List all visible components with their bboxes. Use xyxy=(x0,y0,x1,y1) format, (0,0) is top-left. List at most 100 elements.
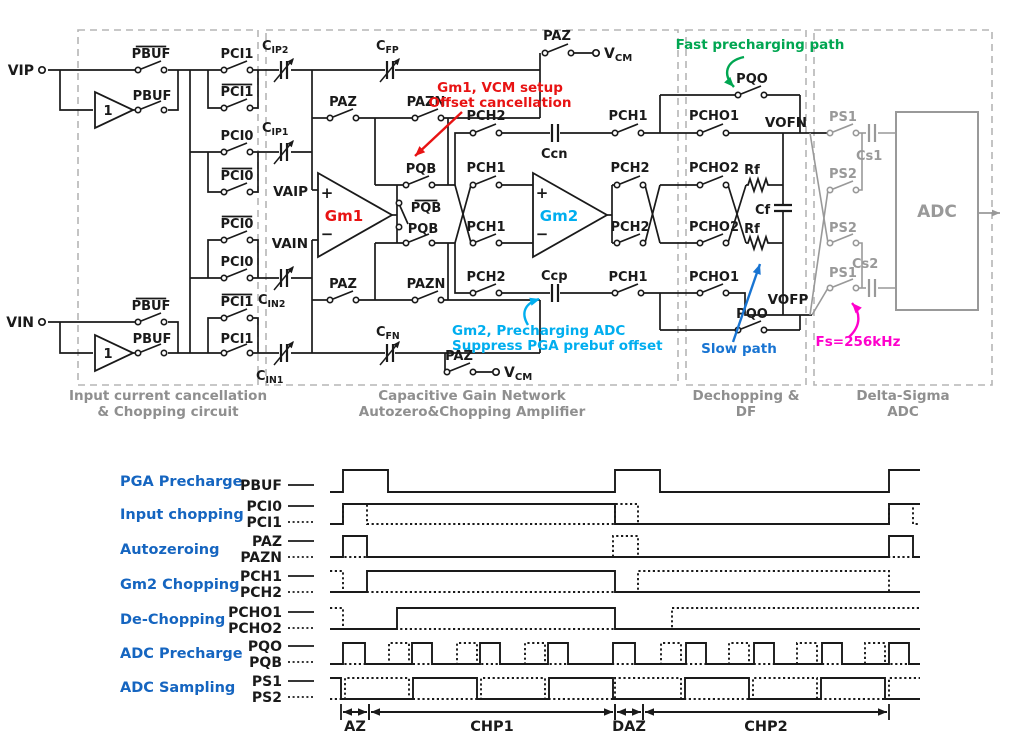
svg-text:CIN1: CIN1 xyxy=(256,369,283,386)
svg-text:PCH1: PCH1 xyxy=(467,161,506,176)
svg-text:VIP: VIP xyxy=(8,63,34,79)
switch-pcho2: PCHO2 xyxy=(689,161,739,189)
svg-text:PCHO1: PCHO1 xyxy=(689,109,739,124)
svg-text:VOFP: VOFP xyxy=(768,292,809,308)
svg-text:PAZN: PAZN xyxy=(407,277,446,292)
switch-pci0-bar: PCI0 xyxy=(220,215,254,244)
switch-pci1-bar: PCI1 xyxy=(220,83,254,112)
svg-text:PCH1: PCH1 xyxy=(609,270,648,285)
svg-text:PCI1: PCI1 xyxy=(247,515,283,531)
svg-text:+: + xyxy=(536,184,549,202)
svg-text:VAIN: VAIN xyxy=(272,236,308,252)
svg-text:PBUF: PBUF xyxy=(133,89,172,104)
svg-text:VAIP: VAIP xyxy=(273,184,308,200)
svg-text:PCH2: PCH2 xyxy=(467,270,506,285)
svg-text:PCHO2: PCHO2 xyxy=(228,621,282,637)
port-vin: VIN xyxy=(6,315,47,331)
switch-pci1-bar: PCI1 xyxy=(220,293,254,322)
capacitor-cs1: Cs1 xyxy=(856,124,882,164)
section-gain-network: Capacitive Gain NetworkAutozero&Chopping… xyxy=(265,29,679,420)
capacitor-ccp: Ccp xyxy=(541,269,568,302)
switch-pch1: PCH1 xyxy=(467,161,506,189)
svg-text:PS2: PS2 xyxy=(829,167,857,182)
switch-pcho1: PCHO1 xyxy=(689,270,739,297)
switch-pci1: PCI1 xyxy=(220,332,254,357)
svg-text:VCM: VCM xyxy=(604,46,632,64)
opamp-gm2: Gm2+− xyxy=(532,171,609,259)
svg-text:PQB: PQB xyxy=(411,201,442,216)
svg-text:De-Chopping: De-Chopping xyxy=(120,612,225,628)
switch-pch2: PCH2 xyxy=(611,220,650,247)
capacitor-ccn: Ccn xyxy=(541,124,568,162)
svg-text:ADC Sampling: ADC Sampling xyxy=(120,680,235,696)
switch-pqb: PQB xyxy=(402,222,439,247)
svg-text:Autozero&Chopping Amplifier: Autozero&Chopping Amplifier xyxy=(359,404,586,420)
svg-text:Input chopping: Input chopping xyxy=(120,507,244,523)
resistor-rf: Rf xyxy=(744,163,770,194)
svg-text:VIN: VIN xyxy=(6,315,34,331)
svg-text:CIP2: CIP2 xyxy=(262,39,288,56)
svg-text:ADC: ADC xyxy=(887,404,919,420)
svg-text:ADC: ADC xyxy=(917,202,957,222)
svg-text:Rf: Rf xyxy=(744,222,760,237)
capacitor-cip2: CIP2 xyxy=(262,39,294,83)
svg-text:PGA Precharge: PGA Precharge xyxy=(120,474,243,490)
switch-pch1: PCH1 xyxy=(609,109,648,137)
svg-text:CHP1: CHP1 xyxy=(470,719,514,735)
svg-text:Ccn: Ccn xyxy=(541,147,568,162)
svg-text:Dechopping &: Dechopping & xyxy=(693,388,800,404)
switch-paz: PAZ xyxy=(443,349,477,376)
svg-text:PCI0: PCI0 xyxy=(221,255,254,270)
svg-text:Delta-Sigma: Delta-Sigma xyxy=(856,388,949,404)
unity-buffer: 1 xyxy=(94,333,136,373)
svg-text:PCHO2: PCHO2 xyxy=(689,161,739,176)
svg-text:PBUF: PBUF xyxy=(133,332,172,347)
svg-text:DF: DF xyxy=(736,404,756,420)
svg-text:PAZ: PAZ xyxy=(543,29,571,44)
svg-text:CFP: CFP xyxy=(376,39,399,56)
svg-text:Cf: Cf xyxy=(755,203,771,218)
svg-text:Fs=256kHz: Fs=256kHz xyxy=(816,334,901,350)
svg-text:Offset cancellation: Offset cancellation xyxy=(429,95,572,111)
note-fast-precharge: Fast precharging path xyxy=(676,37,845,88)
svg-text:PCHO1: PCHO1 xyxy=(689,270,739,285)
switch-pci1: PCI1 xyxy=(220,47,254,74)
switch-pbuf: PBUF xyxy=(133,89,172,114)
svg-text:Rf: Rf xyxy=(744,163,760,178)
svg-text:Gm2, Precharging ADC: Gm2, Precharging ADC xyxy=(452,323,625,339)
svg-text:PAZ: PAZ xyxy=(329,277,357,292)
svg-text:PAZN: PAZN xyxy=(240,550,282,566)
svg-text:PQB: PQB xyxy=(408,222,439,237)
svg-text:PCH2: PCH2 xyxy=(240,585,282,601)
svg-text:PBUF: PBUF xyxy=(132,47,171,62)
section-boxes: Input current cancellation& Chopping cir… xyxy=(69,29,993,420)
switch-ps1: PS1 xyxy=(826,110,860,137)
svg-text:Gm1, VCM setup: Gm1, VCM setup xyxy=(437,80,563,96)
port-vip: VIP xyxy=(8,63,47,79)
switch-ps1: PS1 xyxy=(826,266,860,292)
svg-text:PS1: PS1 xyxy=(829,110,857,125)
switch-pci0: PCI0 xyxy=(220,129,254,156)
capacitor-cs2: Cs2 xyxy=(852,257,878,297)
svg-text:PS2: PS2 xyxy=(252,690,282,706)
wires xyxy=(48,52,828,373)
svg-text:VOFN: VOFN xyxy=(765,115,807,131)
section-dechopping: Dechopping &DF xyxy=(685,29,807,420)
switch-paz: PAZ xyxy=(326,277,360,304)
svg-text:PBUF: PBUF xyxy=(240,478,282,494)
note-fs: Fs=256kHz xyxy=(816,302,901,350)
adc-block: ADC xyxy=(895,111,1000,311)
svg-text:ADC Precharge: ADC Precharge xyxy=(120,646,243,662)
svg-text:PS2: PS2 xyxy=(829,221,857,236)
svg-text:PCHO2: PCHO2 xyxy=(689,220,739,235)
capacitor-cfn: CFN xyxy=(376,325,400,366)
svg-text:& Chopping circuit: & Chopping circuit xyxy=(97,404,239,420)
switch-pcho2: PCHO2 xyxy=(689,220,739,247)
svg-text:Fast precharging path: Fast precharging path xyxy=(676,37,845,53)
svg-text:Slow path: Slow path xyxy=(701,341,777,357)
